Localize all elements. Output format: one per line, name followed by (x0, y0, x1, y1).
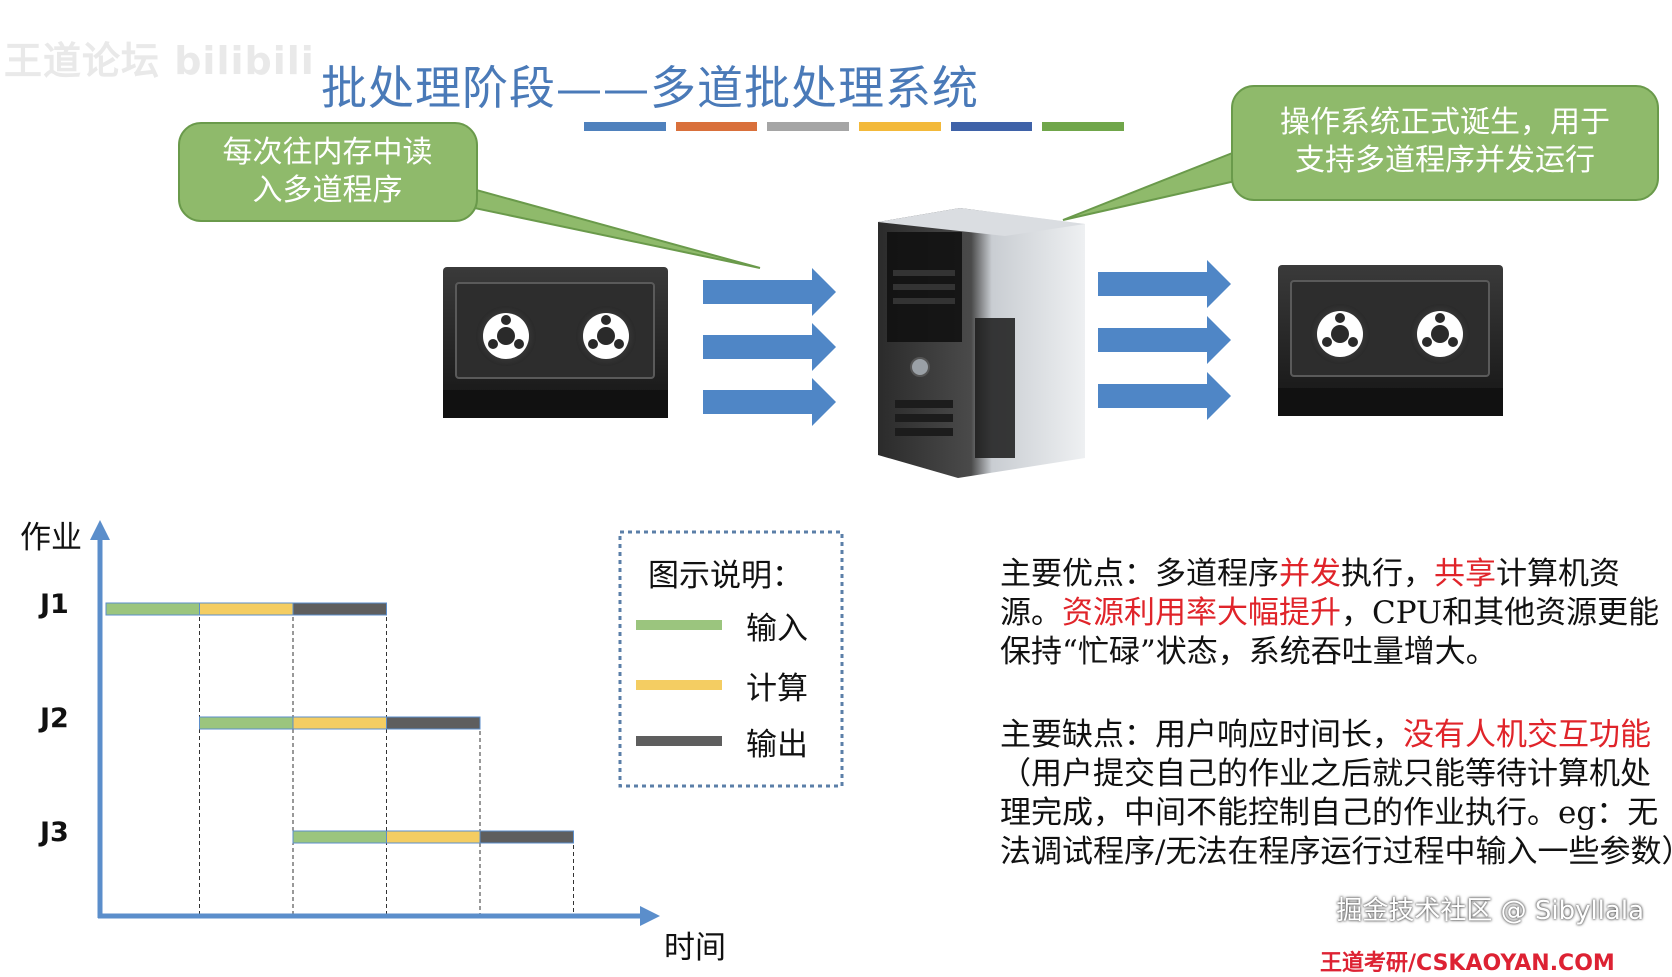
job-bars (105, 602, 574, 844)
right-arrow-icon (1098, 372, 1231, 420)
axes (90, 520, 660, 926)
reel-icon (1410, 304, 1470, 364)
right-arrow-icon (703, 323, 836, 371)
advantages-text: 计算机资源。 (1000, 556, 1620, 631)
title-color-bar (584, 122, 1125, 131)
callout-right-line1: 操作系统正式诞生，用于 (1280, 105, 1610, 140)
job-label-j1: J1 (40, 589, 69, 620)
right-arrow-icon (703, 268, 836, 316)
reel-icon (576, 306, 636, 366)
callout-left (178, 122, 761, 269)
legend-label-compute: 计算 (746, 671, 808, 707)
footer-watermark: 掘金技术社区 @ Sibyllala (1336, 896, 1644, 926)
y-axis-arrow-icon (90, 520, 110, 540)
slide-title: 批处理阶段——多道批处理系统 (321, 61, 979, 115)
title-bar-segment (675, 122, 758, 131)
arrow-group-left (703, 268, 836, 426)
gantt-bar-j1 (105, 602, 200, 616)
callout-right (1062, 85, 1659, 221)
gantt-bar-j1 (292, 602, 387, 616)
callout-left-line2: 入多道程序 (252, 173, 403, 208)
arrow-group-right (1098, 260, 1231, 420)
title-bar-segment (584, 122, 666, 131)
footer-red-text: 王道考研/CSKAOYAN.COM (1320, 951, 1615, 976)
reel-icon (476, 306, 536, 366)
y-axis-label: 作业 (20, 520, 82, 556)
disadvantages-label: 主要缺点： (1000, 717, 1155, 753)
legend-swatch-output (636, 736, 722, 746)
legend-label-output: 输出 (746, 727, 808, 763)
gantt-bar-j3 (292, 830, 387, 844)
x-axis-arrow-icon (640, 906, 660, 926)
disadvantages-text: （用户提交自己的作业之后就只能等待计算机处理完成，中间不能控制自己的作业执行。e… (1000, 756, 1672, 870)
disadvantages-text: 用户响应时间长， (1155, 717, 1403, 753)
legend-label-input: 输入 (746, 611, 808, 647)
callout-left-text: 每次往内存中读 入多道程序 (180, 134, 475, 210)
gantt-bar-j2 (199, 716, 294, 730)
job-label-j3: J3 (40, 817, 69, 848)
legend-swatch-input (636, 620, 722, 630)
legend-swatch-compute (636, 680, 722, 690)
title-bar-segment (859, 122, 941, 131)
gantt-bar-j3 (386, 830, 481, 844)
legend-title: 图示说明： (648, 558, 803, 594)
right-arrow-icon (1098, 316, 1231, 364)
reel-icon (1310, 304, 1370, 364)
advantages-text: ，CPU和其他资源更能保持“忙碌”状态，系统吞吐量增大。 (1000, 595, 1660, 670)
right-arrow-icon (703, 378, 836, 426)
title-bar-segment (1042, 122, 1125, 131)
callout-left-line1: 每次往内存中读 (222, 135, 433, 170)
tape-drive-icon (443, 267, 668, 418)
disadvantages-highlight: 没有人机交互功能 (1403, 717, 1651, 753)
advantages-highlight: 共享 (1434, 556, 1496, 592)
gantt-bar-j2 (386, 716, 481, 730)
advantages-paragraph: 主要优点：多道程序并发执行，共享计算机资源。资源利用率大幅提升，CPU和其他资源… (1000, 555, 1672, 672)
gantt-bar-j1 (199, 602, 294, 616)
gantt-bar-j3 (479, 830, 574, 844)
computer-tower-icon (878, 208, 1085, 478)
gantt-chart (90, 520, 660, 926)
tape-drive-icon (1278, 265, 1503, 416)
advantages-highlight: 并发 (1279, 556, 1341, 592)
legend-box (618, 530, 844, 788)
right-arrow-icon (1098, 260, 1231, 308)
callout-right-line2: 支持多道程序并发运行 (1295, 143, 1595, 178)
callout-right-text: 操作系统正式诞生，用于 支持多道程序并发运行 (1235, 104, 1655, 180)
advantages-text: 执行， (1341, 556, 1434, 592)
disadvantages-paragraph: 主要缺点：用户响应时间长，没有人机交互功能（用户提交自己的作业之后就只能等待计算… (1000, 716, 1672, 872)
advantages-highlight: 资源利用率大幅提升 (1062, 595, 1341, 631)
time-guides (199, 603, 574, 914)
advantages-text: 多道程序 (1155, 556, 1279, 592)
advantages-label: 主要优点： (1000, 556, 1155, 592)
title-bar-segment (950, 122, 1033, 131)
title-bar-segment (767, 122, 850, 131)
gantt-bar-j2 (292, 716, 387, 730)
watermark-text: 王道论坛 bilibili (4, 39, 315, 83)
x-axis-label: 时间 (664, 930, 726, 966)
job-label-j2: J2 (40, 703, 69, 734)
